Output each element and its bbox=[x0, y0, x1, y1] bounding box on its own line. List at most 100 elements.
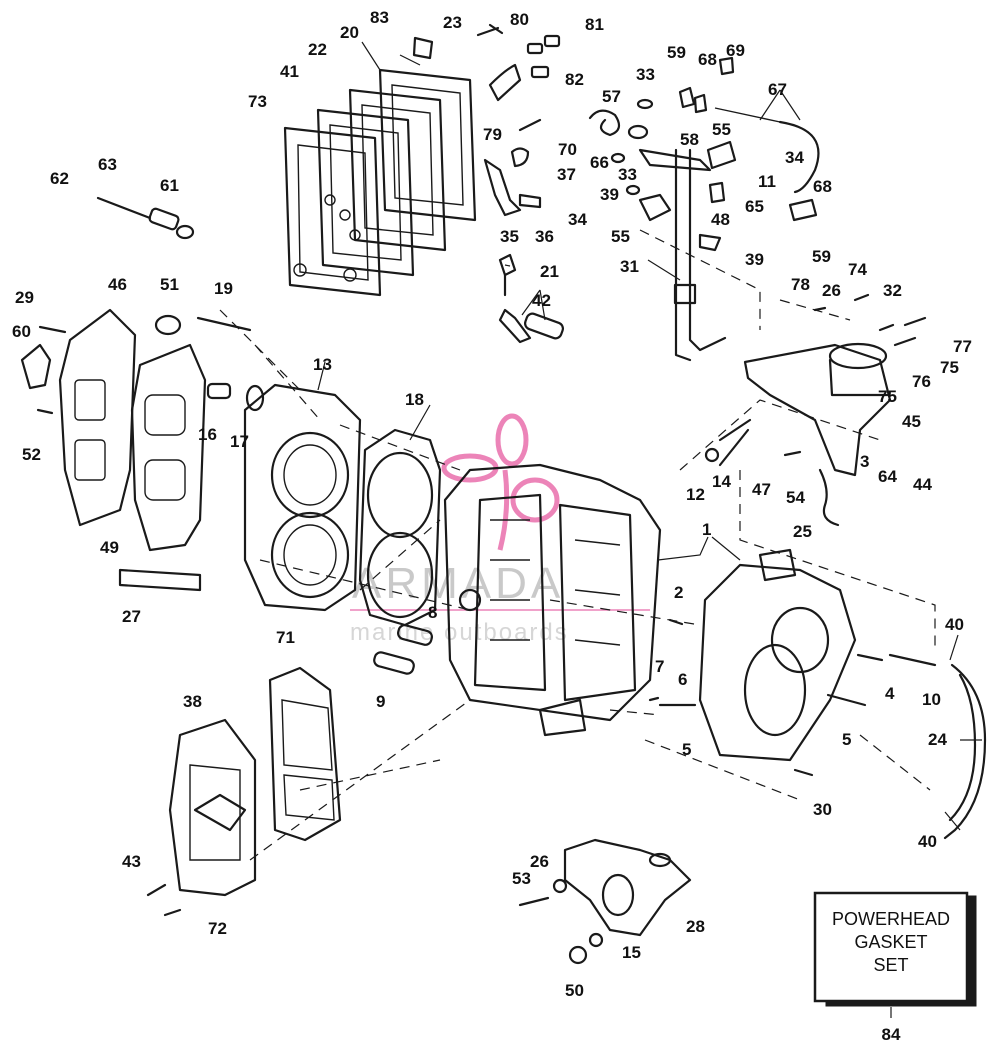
callout-54: 54 bbox=[786, 488, 805, 507]
callout-25: 25 bbox=[793, 522, 812, 541]
callout-75a: 75 bbox=[940, 358, 959, 377]
callout-81: 81 bbox=[585, 15, 604, 34]
callout-22: 22 bbox=[308, 40, 327, 59]
callout-78: 78 bbox=[791, 275, 810, 294]
left-plates bbox=[20, 308, 207, 552]
callout-59a: 59 bbox=[667, 43, 686, 62]
callout-62: 62 bbox=[50, 169, 69, 188]
throttle-shaft-assembly bbox=[588, 56, 820, 362]
callout-57: 57 bbox=[602, 87, 621, 106]
callout-55a: 55 bbox=[712, 120, 731, 139]
callout-77: 77 bbox=[953, 337, 972, 356]
callout-38: 38 bbox=[183, 692, 202, 711]
callout-13: 13 bbox=[313, 355, 332, 374]
callout-8: 8 bbox=[428, 603, 437, 622]
callout-3: 3 bbox=[860, 452, 869, 471]
callout-70: 70 bbox=[558, 140, 577, 159]
callout-16: 16 bbox=[198, 425, 217, 444]
callout-26a: 26 bbox=[822, 281, 841, 300]
cylinder-block bbox=[443, 463, 662, 737]
cylinder-head bbox=[118, 316, 362, 612]
callout-21: 21 bbox=[540, 262, 559, 281]
dowel-pins bbox=[373, 624, 433, 675]
callout-41: 41 bbox=[280, 62, 299, 81]
callout-74: 74 bbox=[848, 260, 867, 279]
callout-2: 2 bbox=[674, 583, 683, 602]
head-gasket bbox=[358, 428, 442, 627]
callout-24: 24 bbox=[928, 730, 947, 749]
callout-59b: 59 bbox=[812, 247, 831, 266]
callout-5a: 5 bbox=[682, 740, 691, 759]
callout-32: 32 bbox=[883, 281, 902, 300]
callout-60: 60 bbox=[12, 322, 31, 341]
watermark-tagline: marine outboards bbox=[350, 619, 569, 646]
callout-9: 9 bbox=[376, 692, 385, 711]
callout-29: 29 bbox=[15, 288, 34, 307]
assembly-lines bbox=[219, 229, 936, 861]
callout-26b: 26 bbox=[530, 852, 549, 871]
callout-67: 67 bbox=[768, 80, 787, 99]
callout-39a: 39 bbox=[600, 185, 619, 204]
callout-75b: 75 bbox=[878, 387, 897, 406]
callout-76: 76 bbox=[912, 372, 931, 391]
callout-34b: 34 bbox=[785, 148, 804, 167]
callout-5b: 5 bbox=[842, 730, 851, 749]
callout-65: 65 bbox=[745, 197, 764, 216]
bypass-hose bbox=[943, 663, 987, 840]
callout-52: 52 bbox=[22, 445, 41, 464]
callout-83: 83 bbox=[370, 8, 389, 27]
callout-43: 43 bbox=[122, 852, 141, 871]
callout-68a: 68 bbox=[698, 50, 717, 69]
callout-45: 45 bbox=[902, 412, 921, 431]
callout-17: 17 bbox=[230, 432, 249, 451]
leader-lines bbox=[317, 41, 982, 1005]
callout-68b: 68 bbox=[813, 177, 832, 196]
callout-23: 23 bbox=[443, 13, 462, 32]
intake-cover bbox=[146, 666, 342, 917]
linkage-bracket bbox=[718, 293, 927, 527]
callout-31: 31 bbox=[620, 257, 639, 276]
callout-37: 37 bbox=[557, 165, 576, 184]
callout-46: 46 bbox=[108, 275, 127, 294]
callout-58: 58 bbox=[680, 130, 699, 149]
gasket-set-box: POWERHEAD GASKET SET 84 bbox=[813, 891, 977, 1044]
callout-44: 44 bbox=[913, 475, 932, 494]
callout-6: 6 bbox=[678, 670, 687, 689]
callout-19: 19 bbox=[214, 279, 233, 298]
callout-28: 28 bbox=[686, 917, 705, 936]
callout-7: 7 bbox=[655, 657, 664, 676]
callout-79: 79 bbox=[483, 125, 502, 144]
callout-63: 63 bbox=[98, 155, 117, 174]
watermark-brand: ARMADA bbox=[352, 559, 564, 608]
callout-48: 48 bbox=[711, 210, 730, 229]
callout-39b: 39 bbox=[745, 250, 764, 269]
callout-50: 50 bbox=[565, 981, 584, 1000]
callout-66: 66 bbox=[590, 153, 609, 172]
callout-73: 73 bbox=[248, 92, 267, 111]
callout-51: 51 bbox=[160, 275, 179, 294]
callout-34a: 34 bbox=[568, 210, 587, 229]
top-fittings bbox=[412, 23, 561, 102]
callout-4: 4 bbox=[885, 684, 895, 703]
callout-40b: 40 bbox=[918, 832, 937, 851]
callout-69: 69 bbox=[726, 41, 745, 60]
callout-12: 12 bbox=[686, 485, 705, 504]
callout-42: 42 bbox=[532, 291, 551, 310]
callout-11: 11 bbox=[758, 172, 776, 191]
gasket-box-number: 84 bbox=[882, 1025, 901, 1044]
gasket-box-line3: SET bbox=[873, 955, 908, 975]
callout-33a: 33 bbox=[636, 65, 655, 84]
callout-labels: 83 23 80 81 20 22 41 73 82 79 70 37 34 3… bbox=[12, 8, 972, 1000]
callout-18: 18 bbox=[405, 390, 424, 409]
callout-71: 71 bbox=[276, 628, 295, 647]
callout-15: 15 bbox=[622, 943, 641, 962]
callout-64: 64 bbox=[878, 467, 897, 486]
callout-53: 53 bbox=[512, 869, 531, 888]
cylinder-head-covers bbox=[283, 68, 477, 297]
callout-14: 14 bbox=[712, 472, 731, 491]
callout-36: 36 bbox=[535, 227, 554, 246]
callout-55b: 55 bbox=[611, 227, 630, 246]
small-parts bbox=[96, 152, 750, 467]
callout-33b: 33 bbox=[618, 165, 637, 184]
